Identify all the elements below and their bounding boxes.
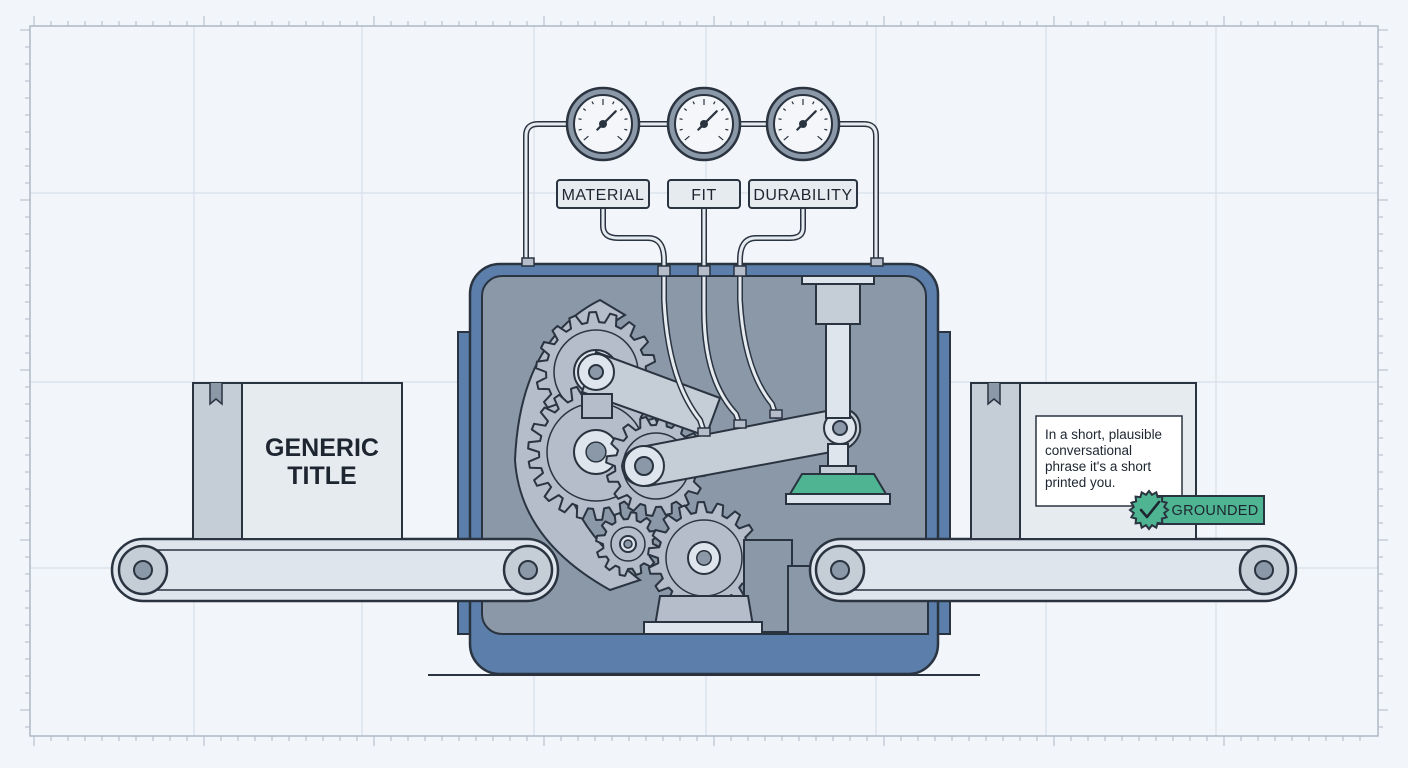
gauge-tick <box>679 118 683 120</box>
gauge-label-box <box>748 179 858 209</box>
input-box-tape <box>209 383 223 406</box>
gauge-tick <box>725 118 729 120</box>
gear-axle <box>623 539 633 549</box>
output-box: In a short, plausible conversational phr… <box>970 382 1265 540</box>
gauge-tick <box>591 101 594 105</box>
gauge-pin <box>599 120 607 128</box>
gauge-tick <box>824 128 828 131</box>
check-mark <box>1139 500 1161 519</box>
gauge-tick <box>692 101 695 105</box>
lever-pivot-hole <box>634 456 654 476</box>
gauge-tick <box>782 108 787 111</box>
gauge-material: MATERIAL <box>556 86 650 209</box>
output-note-line-2: conversational <box>1045 443 1132 458</box>
gauge-tick <box>725 128 729 131</box>
gauge-pin <box>700 120 708 128</box>
hose-ports <box>657 265 783 437</box>
gauge-label-fit: FIT <box>691 187 717 204</box>
pipe-port <box>521 257 535 267</box>
gauge-pipes-inner <box>524 122 878 264</box>
input-box-title-line-2: TITLE <box>287 462 356 490</box>
gear-ring <box>610 526 646 562</box>
output-note-line-1: In a short, plausible <box>1045 427 1162 442</box>
gauge-tick <box>582 108 587 111</box>
input-box-front <box>241 382 403 540</box>
lever-arms <box>577 350 862 488</box>
gauge-tick <box>791 101 794 105</box>
gauge-tick <box>778 118 782 120</box>
gauge-tick <box>824 118 828 120</box>
gauge-tick <box>583 135 589 141</box>
roller-axle <box>830 560 850 580</box>
check-seal-icon <box>1128 489 1170 531</box>
gauge-tick <box>624 128 628 131</box>
input-box-title-line-1: GENERIC <box>265 434 379 462</box>
output-box-tape <box>987 383 1001 406</box>
gauge-tick <box>778 128 782 131</box>
gauge-tick <box>617 135 623 141</box>
gauge-tick <box>612 101 615 105</box>
gauge-tick <box>812 101 815 105</box>
output-note-line-4: printed you. <box>1045 475 1116 490</box>
grounded-badge-label: GROUNDED <box>1172 503 1259 519</box>
gauge-pin <box>799 120 807 128</box>
press-collar <box>819 465 857 475</box>
conveyor-left <box>110 537 560 603</box>
blueprint-ruler-ticks <box>20 16 1388 746</box>
press-neck <box>827 443 849 469</box>
output-note-line-3: phrase it's a short <box>1045 459 1151 474</box>
grounded-badge: GROUNDED <box>1128 489 1265 531</box>
gauge-tick <box>718 135 724 141</box>
mount-plate <box>643 621 763 635</box>
roller-axle <box>518 560 538 580</box>
sensor-hoses <box>600 205 806 435</box>
gauge-tick <box>679 128 683 131</box>
gauge-tick <box>684 135 690 141</box>
lever-end-pivot-hole <box>832 420 848 436</box>
gauge-tick <box>819 108 824 111</box>
blueprint-frame <box>29 25 1379 737</box>
press-cylinder <box>815 283 861 325</box>
gauge-label-box <box>667 179 741 209</box>
press-plate <box>785 493 891 505</box>
input-box: GENERIC TITLE <box>192 382 403 540</box>
press-rod <box>825 323 851 419</box>
gauge-label-material: MATERIAL <box>562 187 645 204</box>
gauge-tick <box>720 108 725 111</box>
gear-axle <box>585 441 607 463</box>
gauge-tick <box>578 118 582 120</box>
pivot-bracket <box>581 393 613 419</box>
gauge-fit: FIT <box>666 86 742 209</box>
gauge-tick <box>624 118 628 120</box>
pipe-port <box>870 257 884 267</box>
gauge-durability: DURABILITY <box>748 86 858 209</box>
gauge-label-durability: DURABILITY <box>753 187 852 204</box>
gear-axle <box>696 550 712 566</box>
roller-axle <box>133 560 153 580</box>
gauge-cluster: MATERIAL FIT DURABILITY <box>556 86 858 209</box>
pivot-hole <box>588 364 604 380</box>
press-assembly <box>785 275 891 505</box>
gauge-tick <box>713 101 716 105</box>
gauge-tick <box>783 135 789 141</box>
gauge-tick <box>683 108 688 111</box>
conveyor-right <box>808 537 1298 603</box>
output-note-card <box>1035 415 1183 507</box>
conveyor-rollers <box>117 544 1290 596</box>
gauge-tick <box>817 135 823 141</box>
conveyor-belt-left <box>110 537 560 603</box>
gauge-label-box <box>556 179 650 209</box>
gauge-tick <box>619 108 624 111</box>
output-box-side <box>970 382 1022 540</box>
gauge-tick <box>578 128 582 131</box>
conveyor-belt-right <box>808 537 1298 603</box>
input-box-side <box>192 382 244 540</box>
press-head <box>788 473 888 495</box>
roller-axle <box>1254 560 1274 580</box>
press-cap <box>801 275 875 285</box>
